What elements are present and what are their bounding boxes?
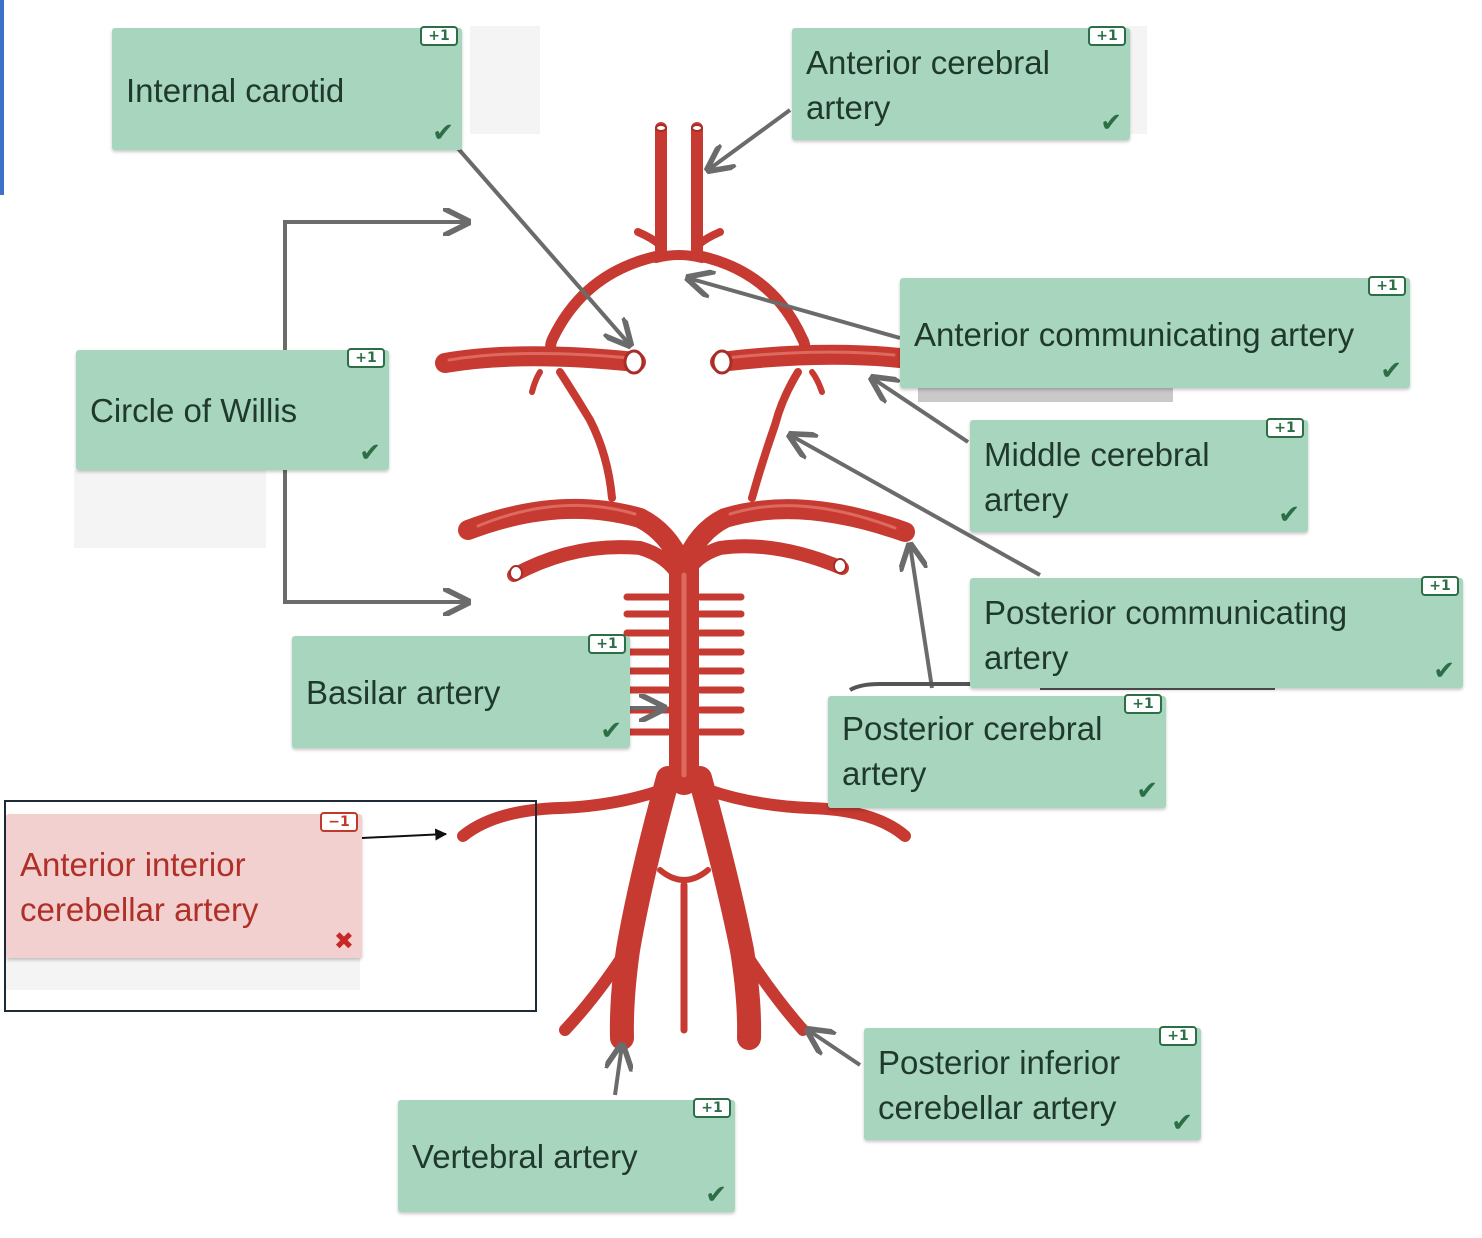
label-posterior-communicating-artery[interactable]: Posterior communicating artery +1 ✔ — [970, 576, 1463, 688]
label-text-line: Posterior inferior — [878, 1044, 1121, 1081]
leader-anterior-cerebral — [708, 108, 792, 170]
backdrop-panel — [470, 26, 540, 134]
vessel-openings — [509, 124, 847, 581]
checkmark-icon: ✔ — [1380, 356, 1402, 386]
label-text-line: artery — [984, 639, 1069, 676]
checkmark-icon: ✔ — [432, 118, 454, 148]
artery-highlights — [447, 350, 897, 778]
label-middle-cerebral-artery[interactable]: Middle cerebral artery +1 ✔ — [970, 418, 1308, 532]
label-text: Basilar artery — [306, 674, 501, 711]
checkmark-icon: ✔ — [705, 1180, 727, 1210]
window-edge-accent — [0, 0, 4, 195]
label-text-line: Middle cerebral — [984, 436, 1210, 473]
label-text: Internal carotid — [126, 72, 345, 109]
label-shadow — [918, 388, 1173, 402]
label-circle-of-willis[interactable]: Circle of Willis +1 ✔ — [76, 348, 389, 470]
vertebral-artery-shape — [688, 766, 762, 1050]
score-badge: +1 — [347, 348, 385, 368]
posterior-cerebral-artery-shape — [675, 499, 915, 575]
label-anterior-communicating-artery[interactable]: Anterior communicating artery +1 ✔ — [900, 276, 1410, 388]
cross-icon: ✖ — [333, 927, 354, 955]
score-badge: +1 — [588, 634, 626, 654]
label-text-line: Posterior communicating — [984, 594, 1348, 631]
checkmark-icon: ✔ — [1433, 656, 1455, 686]
checkmark-icon: ✔ — [600, 716, 622, 746]
label-text: Circle of Willis — [90, 392, 298, 429]
middle-cerebral-artery-shape — [710, 344, 910, 372]
label-text-line: artery — [984, 481, 1069, 518]
checkmark-icon: ✔ — [1278, 500, 1300, 530]
leader-lines — [283, 108, 1041, 1096]
posterior-communicating-artery-shape — [748, 368, 802, 502]
label-text-line: Anterior interior — [20, 846, 246, 883]
middle-cerebral-artery-shape — [435, 346, 646, 373]
label-text: Anterior communicating artery — [914, 316, 1355, 353]
score-badge: +1 — [420, 26, 458, 46]
posterior-inferior-cerebellar-artery-shape — [734, 939, 809, 1036]
checkmark-icon: ✔ — [1136, 776, 1158, 806]
label-shadow — [848, 682, 1040, 692]
score-badge: +1 — [693, 1098, 731, 1118]
label-anterior-inferior-cerebellar-artery[interactable]: Anterior interior cerebellar artery −1 ✖ — [6, 812, 362, 958]
posterior-communicating-artery-shape — [556, 368, 616, 502]
label-text-line: cerebellar artery — [878, 1089, 1117, 1126]
checkmark-icon: ✔ — [359, 438, 381, 468]
score-badge: +1 — [1088, 26, 1126, 46]
leader-posterior-inferior-cerebellar — [808, 1030, 862, 1067]
score-badge: +1 — [1159, 1026, 1197, 1046]
checkmark-icon: ✔ — [1171, 1108, 1193, 1138]
leader-middle-cerebral — [872, 378, 970, 444]
leader-vertebral — [615, 1045, 622, 1096]
score-badge: +1 — [1421, 576, 1459, 596]
label-basilar-artery[interactable]: Basilar artery +1 ✔ — [292, 634, 630, 748]
vertebral-artery-shape — [609, 766, 680, 1050]
label-text-line: Posterior cerebral — [842, 710, 1103, 747]
label-anterior-cerebral-artery[interactable]: Anterior cerebral artery +1 ✔ — [792, 26, 1130, 140]
posterior-inferior-cerebellar-artery-shape — [559, 939, 636, 1036]
anterior-inferior-cerebellar-artery-shape — [457, 784, 668, 842]
leader-internal-carotid — [453, 143, 630, 345]
label-internal-carotid[interactable]: Internal carotid +1 ✔ — [112, 26, 462, 150]
selected-drop-zone[interactable] — [4, 800, 537, 1012]
posterior-cerebral-artery-shape — [458, 498, 692, 575]
backdrop-panel — [74, 470, 266, 548]
label-text: Vertebral artery — [412, 1138, 638, 1175]
label-text-line: cerebellar artery — [20, 891, 259, 928]
score-badge: +1 — [1266, 418, 1304, 438]
leader-circle-of-willis — [283, 222, 468, 350]
score-badge: +1 — [1124, 694, 1162, 714]
score-badge: +1 — [1368, 276, 1406, 296]
label-text-line: artery — [806, 89, 891, 126]
score-badge: −1 — [320, 812, 358, 832]
label-text-line: artery — [842, 755, 927, 792]
backdrop-panel — [4, 958, 360, 990]
leader-circle-of-willis — [283, 470, 468, 602]
label-text-line: Anterior cerebral — [806, 44, 1050, 81]
leader-anterior-communicating — [688, 278, 901, 340]
label-posterior-inferior-cerebellar-artery[interactable]: Posterior inferior cerebellar artery +1 … — [864, 1026, 1201, 1140]
anterior-inferior-cerebellar-artery-shape — [702, 784, 911, 842]
checkmark-icon: ✔ — [1100, 108, 1122, 138]
label-posterior-cerebral-artery[interactable]: Posterior cerebral artery +1 ✔ — [828, 694, 1166, 808]
label-vertebral-artery[interactable]: Vertebral artery +1 ✔ — [398, 1098, 735, 1212]
leader-posterior-cerebral — [910, 545, 934, 689]
leader-anterior-inferior-cerebellar — [361, 828, 448, 841]
leader-posterior-communicating — [790, 435, 1041, 577]
